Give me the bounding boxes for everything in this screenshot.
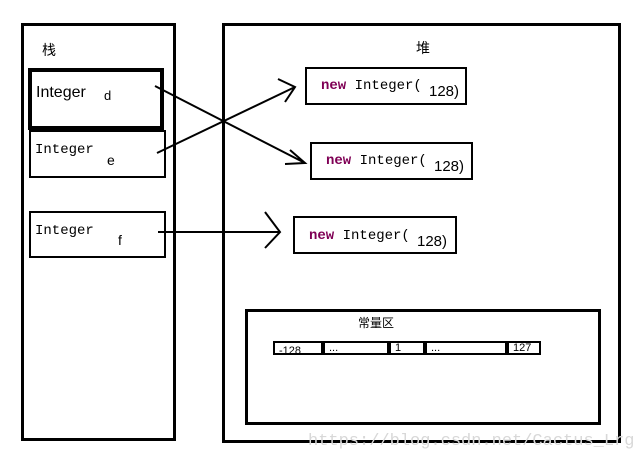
object-text: new Integer( (326, 153, 427, 169)
cache-cell: 1 (389, 341, 425, 355)
object-arg: 128) (434, 158, 465, 175)
var-name: e (107, 152, 115, 168)
stack-var-d: Integer d (28, 68, 164, 130)
var-type: Integer (35, 142, 94, 158)
heap-object-1: new Integer( 128) (305, 67, 467, 105)
var-name: d (104, 88, 112, 103)
heap-object-3: new Integer( 128) (293, 216, 457, 254)
cache-region (245, 309, 601, 425)
arrow-d (154, 85, 308, 165)
stack-var-e: Integer e (29, 130, 166, 178)
cache-cell: 127 (507, 341, 541, 355)
arrow-e (156, 78, 297, 154)
var-type: Integer (35, 223, 94, 239)
var-type: Integer (36, 84, 86, 101)
stack-var-f: Integer f (29, 211, 166, 258)
cache-cell: ... (323, 341, 389, 355)
watermark: https://blog.csdn.net/Cactus_Lrg (308, 432, 635, 451)
cache-title: 常量区 (358, 316, 395, 330)
object-text: new Integer( (321, 78, 422, 94)
heap-object-2: new Integer( 128) (310, 142, 473, 180)
object-arg: 128) (429, 83, 460, 100)
cache-cell: -128 (273, 341, 323, 357)
arrow-f (158, 211, 282, 249)
var-name: f (118, 232, 122, 248)
object-arg: 128) (417, 233, 448, 250)
object-text: new Integer( (309, 228, 410, 244)
heap-title: 堆 (416, 40, 430, 56)
cache-array: -128 ... 1 ... 127 (273, 341, 541, 357)
stack-title: 栈 (42, 42, 56, 58)
cache-cell: ... (425, 341, 507, 355)
